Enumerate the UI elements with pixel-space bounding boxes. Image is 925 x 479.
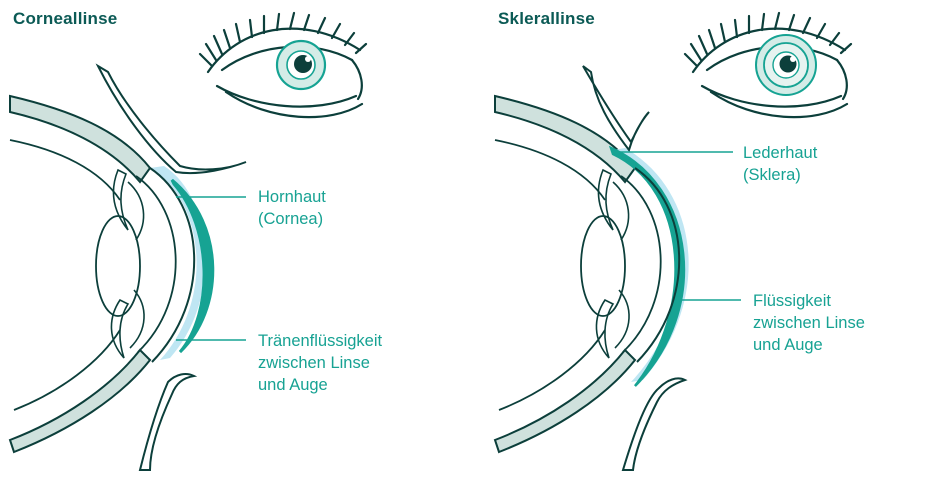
corneal-lens-illustration xyxy=(0,0,462,479)
label-line: (Cornea) xyxy=(258,208,326,230)
eye-lens xyxy=(96,216,140,316)
front-eye-icon xyxy=(685,13,851,117)
scleral-lens-diagram: Sklerallinse xyxy=(463,0,925,479)
label-line: Tränenflüssigkeit xyxy=(258,330,382,352)
label-line: (Sklera) xyxy=(743,164,817,186)
label-sclera: Lederhaut (Sklera) xyxy=(743,142,817,186)
label-line: Flüssigkeit xyxy=(753,290,865,312)
corneal-lens-diagram: Corneallinse xyxy=(0,0,462,479)
scleral-lens-illustration xyxy=(463,0,925,479)
lower-eyelid xyxy=(623,378,685,470)
label-line: und Auge xyxy=(258,374,382,396)
label-fluid: Flüssigkeit zwischen Linse und Auge xyxy=(753,290,865,356)
label-line: Hornhaut xyxy=(258,186,326,208)
label-cornea: Hornhaut (Cornea) xyxy=(258,186,326,230)
label-line: Lederhaut xyxy=(743,142,817,164)
sclera xyxy=(495,96,635,182)
label-line: und Auge xyxy=(753,334,865,356)
eye-cross-section xyxy=(10,66,246,470)
label-line: zwischen Linse xyxy=(753,312,865,334)
label-tear-fluid: Tränenflüssigkeit zwischen Linse und Aug… xyxy=(258,330,382,396)
sclera xyxy=(495,350,635,452)
lower-eyelid xyxy=(140,374,194,470)
front-eye-icon xyxy=(200,13,366,117)
label-line: zwischen Linse xyxy=(258,352,382,374)
sclera xyxy=(10,350,150,452)
eye-lens xyxy=(581,216,625,316)
eye-cross-section xyxy=(495,66,689,470)
